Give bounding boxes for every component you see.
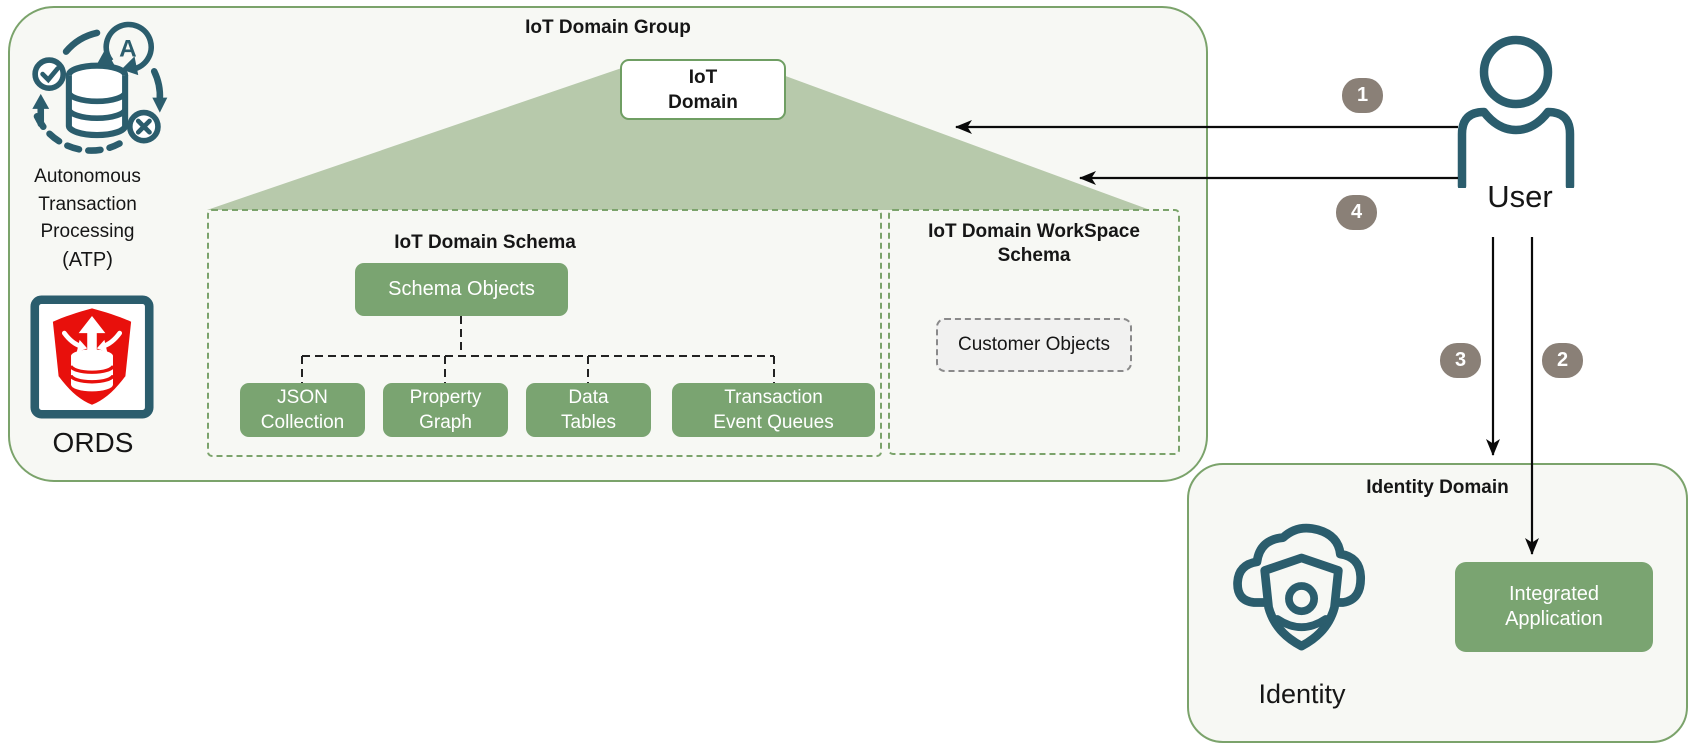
transaction-event-queues-line1: Transaction [724,387,823,408]
property-graph-node: Property Graph [383,383,508,437]
atp-caption-line3: Processing [40,221,135,242]
workspace-schema-title-line2: Schema [997,245,1071,266]
step-badge-2: 2 [1542,343,1583,378]
customer-objects-node: Customer Objects [936,318,1132,372]
atp-caption-line1: Autonomous [34,166,141,187]
data-tables-line2: Tables [561,412,616,433]
identity-domain-title: Identity Domain [1366,477,1509,498]
identity-caption: Identity [1258,679,1346,709]
transaction-event-queues-node: Transaction Event Queues [672,383,875,437]
integrated-application-line1: Integrated [1508,583,1600,605]
iot-domain-schema-title: IoT Domain Schema [394,232,576,253]
data-tables-line1: Data [568,387,609,408]
step-badge-1: 1 [1342,78,1383,113]
step-badge-3: 3 [1440,343,1481,378]
iot-domain-node-line1: IoT [688,66,718,88]
iot-domain-node-line2: Domain [668,91,738,113]
user-icon [1457,35,1575,188]
workspace-schema-title-line1: IoT Domain WorkSpace [928,221,1140,242]
user-caption: User [1487,179,1553,214]
transaction-event-queues-line2: Event Queues [713,412,834,433]
atp-caption: Autonomous Transaction Processing [5,163,170,246]
schema-objects-label: Schema Objects [388,278,535,300]
step-badge-4: 4 [1336,195,1377,230]
integrated-application-line2: Application [1505,608,1603,630]
property-graph-line2: Graph [419,412,472,433]
property-graph-line1: Property [409,387,482,408]
atp-abbrev: (ATP) [62,249,113,271]
data-tables-node: Data Tables [526,383,651,437]
workspace-schema-title: IoT Domain WorkSpace Schema [888,220,1180,268]
ords-caption: ORDS [52,427,134,458]
ords-icon [30,295,154,419]
workspace-schema-container [888,209,1180,455]
svg-text:A: A [119,35,137,62]
identity-icon [1233,523,1365,651]
atp-icon: A [32,21,168,154]
iot-domain-group-title: IoT Domain Group [525,17,691,38]
schema-objects-node: Schema Objects [355,263,568,316]
json-collection-node: JSON Collection [240,383,365,437]
integrated-application-node: Integrated Application [1455,562,1653,652]
iot-domain-schema-container [207,209,882,457]
iot-domain-node: IoT Domain [620,59,786,120]
json-collection-line1: JSON [277,387,328,408]
atp-caption-line2: Transaction [38,193,137,215]
customer-objects-label: Customer Objects [957,334,1111,355]
json-collection-line2: Collection [260,412,345,433]
